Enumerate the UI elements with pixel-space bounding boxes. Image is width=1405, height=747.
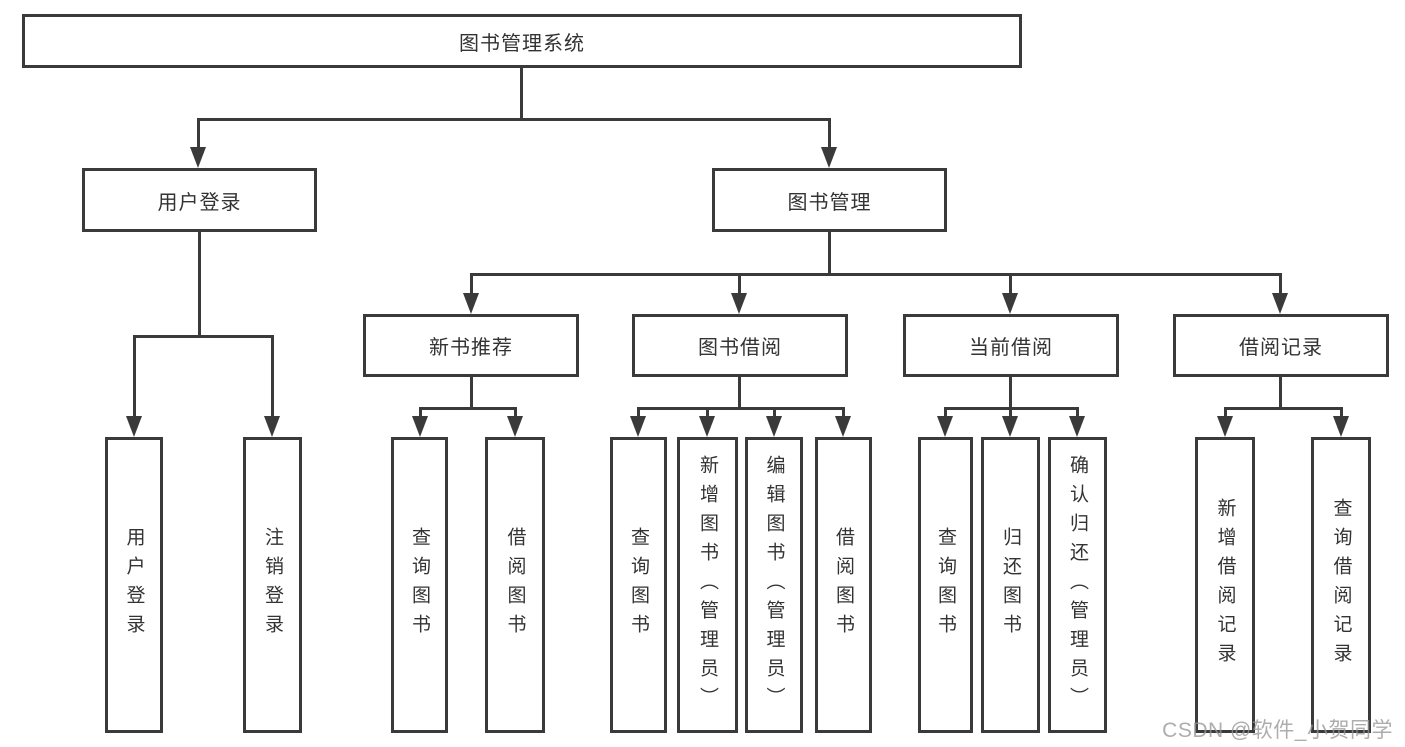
csdn-watermark: CSDN @软件_小贺同学 (1162, 719, 1393, 742)
leaf-user-login: 用户登录 (105, 437, 163, 733)
node-label: 用户登录 (123, 527, 145, 643)
node-user-login: 用户登录 (82, 168, 317, 232)
node-label: 查询借阅记录 (1330, 498, 1352, 672)
leaf-logout: 注销登录 (243, 437, 302, 733)
node-current-borrowing: 当前借阅 (903, 314, 1119, 377)
arrow-down-icon (1272, 293, 1288, 314)
arrow-down-icon (699, 416, 715, 437)
connector-line (1279, 273, 1282, 308)
node-label: 确认归还（管理员） (1067, 454, 1088, 716)
connector-line (470, 273, 473, 308)
node-label: 查询图书 (935, 527, 956, 643)
arrow-down-icon (463, 293, 479, 314)
leaf-borrow-books-recommend: 借阅图书 (485, 437, 545, 733)
connector-line (828, 232, 831, 273)
connector-line (1224, 407, 1341, 410)
connector-line (470, 377, 473, 407)
leaf-query-books-borrowing: 查询图书 (610, 437, 667, 733)
connector-line (197, 118, 200, 162)
connector-line (738, 273, 741, 308)
arrow-down-icon (937, 416, 953, 437)
node-label: 查询图书 (628, 527, 649, 643)
arrow-down-icon (1217, 416, 1233, 437)
node-label: 注销登录 (262, 527, 283, 643)
node-book-management-system: 图书管理系统 (22, 14, 1022, 68)
arrow-down-icon (190, 147, 206, 168)
arrow-down-icon (1002, 293, 1018, 314)
connector-line (738, 377, 741, 407)
arrow-down-icon (264, 416, 280, 437)
connector-line (133, 335, 274, 338)
node-label: 当前借阅 (969, 337, 1053, 359)
arrow-down-icon (507, 416, 523, 437)
leaf-edit-book-admin: 编辑图书（管理员） (745, 437, 803, 733)
connector-line (198, 232, 201, 335)
connector-line (828, 118, 831, 162)
connector-line (133, 335, 136, 431)
connector-line (1279, 377, 1282, 407)
connector-line (271, 335, 274, 431)
node-book-management: 图书管理 (712, 168, 947, 232)
connector-line (1009, 377, 1012, 407)
arrow-down-icon (126, 416, 142, 437)
arrow-down-icon (731, 293, 747, 314)
node-label: 图书管理 (787, 191, 872, 214)
connector-line (520, 68, 523, 118)
arrow-down-icon (630, 416, 646, 437)
node-label: 用户登录 (157, 191, 242, 214)
node-label: 归还图书 (1000, 527, 1021, 643)
leaf-add-book-admin: 新增图书（管理员） (677, 437, 738, 733)
node-label: 新增图书（管理员） (697, 454, 718, 716)
node-label: 图书管理系统 (459, 32, 585, 55)
connector-line (1009, 273, 1012, 308)
connector-line (470, 273, 1281, 276)
node-label: 查询图书 (409, 527, 430, 643)
node-new-book-recommendation: 新书推荐 (363, 314, 579, 377)
arrow-down-icon (766, 416, 782, 437)
arrow-down-icon (412, 416, 428, 437)
leaf-query-borrow-record: 查询借阅记录 (1311, 437, 1371, 733)
leaf-confirm-return-admin: 确认归还（管理员） (1048, 437, 1107, 733)
node-label: 借阅图书 (833, 527, 854, 643)
connector-line (637, 407, 844, 410)
connector-line (419, 407, 517, 410)
leaf-add-borrow-record: 新增借阅记录 (1195, 437, 1255, 733)
leaf-return-books: 归还图书 (981, 437, 1040, 733)
node-book-borrowing: 图书借阅 (632, 314, 848, 377)
arrow-down-icon (835, 416, 851, 437)
node-label: 新增借阅记录 (1214, 498, 1236, 672)
node-label: 新书推荐 (429, 337, 513, 359)
node-label: 图书借阅 (698, 337, 782, 359)
node-label: 借阅图书 (504, 527, 526, 643)
connector-line (197, 118, 831, 121)
arrow-down-icon (1002, 416, 1018, 437)
leaf-query-books-current: 查询图书 (918, 437, 973, 733)
node-borrowing-records: 借阅记录 (1173, 314, 1389, 377)
node-label: 借阅记录 (1239, 337, 1323, 359)
arrow-down-icon (1333, 416, 1349, 437)
leaf-query-books-recommend: 查询图书 (391, 437, 448, 733)
arrow-down-icon (821, 147, 837, 168)
node-label: 编辑图书（管理员） (763, 454, 785, 716)
arrow-down-icon (1069, 416, 1085, 437)
leaf-borrow-books-borrowing: 借阅图书 (815, 437, 872, 733)
